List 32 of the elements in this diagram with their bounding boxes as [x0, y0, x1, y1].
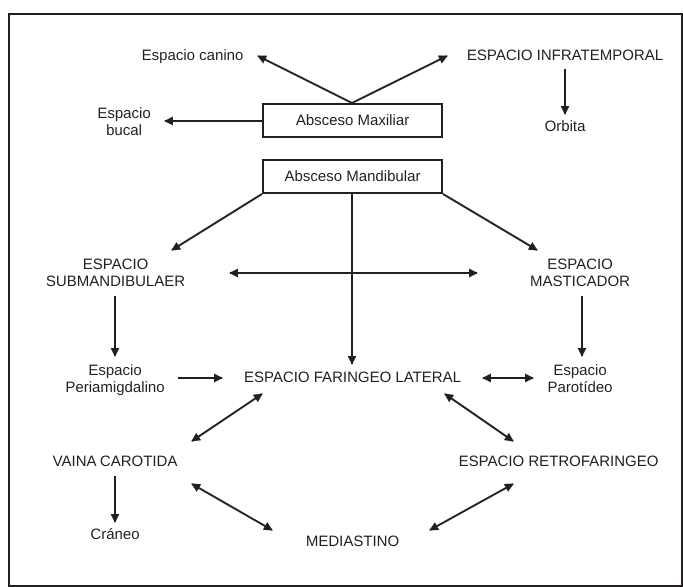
arrow: [444, 393, 514, 442]
node-label: Orbita: [540, 116, 590, 138]
node-label: Espacio bucal: [88, 103, 160, 141]
arrow: [578, 296, 586, 357]
node-label: ESPACIO SUBMANDIBULAER: [33, 252, 198, 294]
arrow: [229, 268, 478, 278]
node-label: MEDIASTINO: [290, 530, 415, 554]
arrow: [442, 193, 538, 251]
node-label: ESPACIO INFRATEMPORAL: [450, 45, 680, 67]
node-label: Espacio Parotídeo: [535, 358, 625, 400]
node-label: ESPACIO MASTICADOR: [520, 252, 640, 294]
node-label: VAINA CAROTIDA: [40, 450, 190, 474]
arrow: [257, 55, 352, 104]
arrow: [110, 476, 120, 523]
arrow: [110, 296, 120, 357]
arrow: [482, 374, 534, 382]
arrow: [348, 194, 356, 365]
arrow: [171, 193, 263, 251]
node-label: Cráneo: [80, 524, 150, 546]
node-label: Espacio Periamigdalino: [55, 358, 175, 400]
node-label: Espacio canino: [130, 45, 255, 67]
node-label: ESPACIO RETROFARINGEO: [440, 450, 677, 474]
arrow: [429, 483, 514, 531]
arrow: [560, 69, 570, 115]
arrow: [352, 55, 448, 104]
arrow: [191, 483, 273, 531]
node-label: ESPACIO FARINGEO LATERAL: [225, 366, 480, 390]
arrow: [178, 374, 223, 382]
arrow: [164, 116, 262, 126]
process-box: Absceso Mandibular: [262, 159, 443, 194]
process-box: Absceso Maxiliar: [262, 103, 443, 138]
arrow: [191, 393, 263, 442]
